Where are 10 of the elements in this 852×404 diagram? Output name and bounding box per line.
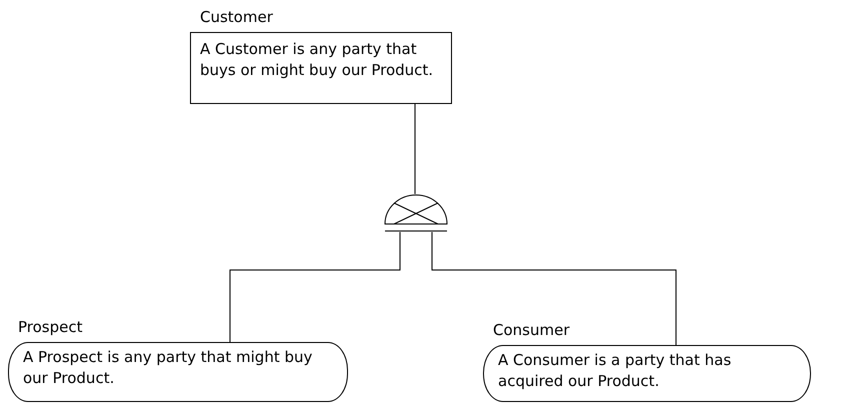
entity-name: Prospect — [18, 318, 82, 336]
entity-name: Consumer — [493, 321, 570, 339]
connector-line — [230, 232, 400, 342]
connector-line — [414, 104, 416, 194]
entity-definition: A Consumer is a party that has acquired our Product. — [498, 350, 732, 392]
entity-name: Customer — [200, 8, 273, 26]
entity-definition: A Prospect is any party that might buy our Product. — [23, 347, 314, 389]
entity-definition: A Customer is any party that buys or might buy our Product. — [200, 39, 434, 81]
category-symbol — [384, 194, 448, 232]
connector-line — [432, 232, 676, 346]
